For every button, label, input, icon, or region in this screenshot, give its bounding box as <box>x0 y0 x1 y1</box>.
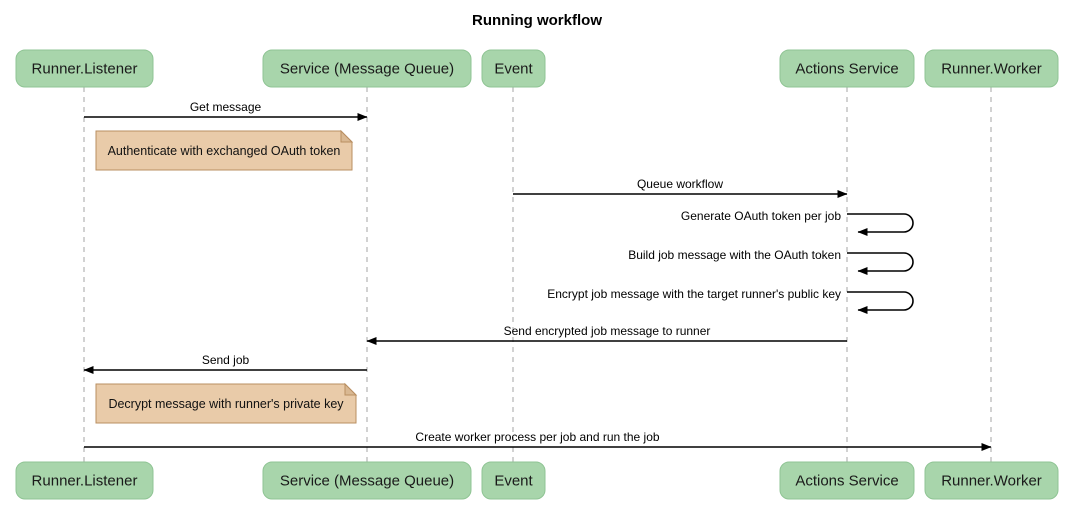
notes-layer: Authenticate with exchanged OAuth tokenD… <box>95 129 358 424</box>
message-generate-oauth-token-per-job[interactable]: Generate OAuth token per job <box>681 209 914 236</box>
note-authenticate-with-exchanged-oauth-token: Authenticate with exchanged OAuth token <box>95 129 354 171</box>
participant-box <box>262 461 472 500</box>
participant-service-message-queue-bottom[interactable]: Service (Message Queue) <box>262 461 472 500</box>
participant-runner-listener-bottom[interactable]: Runner.Listener <box>15 461 154 500</box>
message-label: Send encrypted job message to runner <box>504 324 711 338</box>
note-fold-corner-icon <box>340 129 354 143</box>
participant-service-message-queue-top[interactable]: Service (Message Queue) <box>262 49 472 88</box>
note-label: Decrypt message with runner's private ke… <box>108 397 344 411</box>
participant-box <box>262 49 472 88</box>
message-get-message[interactable]: Get message <box>84 100 368 121</box>
lifelines-layer <box>83 87 992 462</box>
participant-runner-listener-top[interactable]: Runner.Listener <box>15 49 154 88</box>
participant-box <box>924 461 1059 500</box>
participant-runner-worker-top[interactable]: Runner.Worker <box>924 49 1059 88</box>
self-loop-path <box>847 213 914 236</box>
message-label: Build job message with the OAuth token <box>628 248 841 262</box>
participant-box <box>779 461 915 500</box>
note-decrypt-message-with-runners-private-key: Decrypt message with runner's private ke… <box>95 382 358 424</box>
self-loop-path <box>847 252 914 275</box>
note-body <box>95 130 353 171</box>
participant-label: Event <box>494 472 533 489</box>
participant-box <box>15 461 154 500</box>
participant-box <box>779 49 915 88</box>
note-label: Authenticate with exchanged OAuth token <box>108 144 341 158</box>
message-label: Create worker process per job and run th… <box>415 430 659 444</box>
message-send-encrypted-job-message-to-runner[interactable]: Send encrypted job message to runner <box>366 324 847 345</box>
participant-label: Actions Service <box>795 472 898 489</box>
participant-label: Event <box>494 60 533 77</box>
participant-box <box>15 49 154 88</box>
participant-label: Runner.Listener <box>32 472 138 489</box>
participant-actions-service-top[interactable]: Actions Service <box>779 49 915 88</box>
participant-label: Runner.Worker <box>941 60 1042 77</box>
participant-event-bottom[interactable]: Event <box>481 461 546 500</box>
participant-box <box>924 49 1059 88</box>
self-loop-path <box>847 291 914 314</box>
message-label: Send job <box>202 353 250 367</box>
message-create-worker-process-per-job-and-run-the-job[interactable]: Create worker process per job and run th… <box>84 430 992 451</box>
message-label: Generate OAuth token per job <box>681 209 841 223</box>
participant-label: Actions Service <box>795 60 898 77</box>
message-label: Encrypt job message with the target runn… <box>547 287 841 301</box>
participant-actions-service-bottom[interactable]: Actions Service <box>779 461 915 500</box>
participant-label: Runner.Listener <box>32 60 138 77</box>
participant-runner-worker-bottom[interactable]: Runner.Worker <box>924 461 1059 500</box>
participant-event-top[interactable]: Event <box>481 49 546 88</box>
note-body <box>95 383 357 424</box>
participant-label: Service (Message Queue) <box>280 472 454 489</box>
participant-box <box>481 49 546 88</box>
note-fold-corner-icon <box>344 382 358 396</box>
participant-box <box>481 461 546 500</box>
page-title: Running workflow <box>472 12 602 29</box>
message-encrypt-job-message-with-the-target-runners-public-key[interactable]: Encrypt job message with the target runn… <box>547 287 914 314</box>
message-send-job[interactable]: Send job <box>83 353 367 374</box>
message-build-job-message-with-the-oauth-token[interactable]: Build job message with the OAuth token <box>628 248 914 275</box>
participant-label: Runner.Worker <box>941 472 1042 489</box>
message-label: Queue workflow <box>637 177 723 191</box>
participant-label: Service (Message Queue) <box>280 60 454 77</box>
message-queue-workflow[interactable]: Queue workflow <box>513 177 848 198</box>
message-label: Get message <box>190 100 262 114</box>
